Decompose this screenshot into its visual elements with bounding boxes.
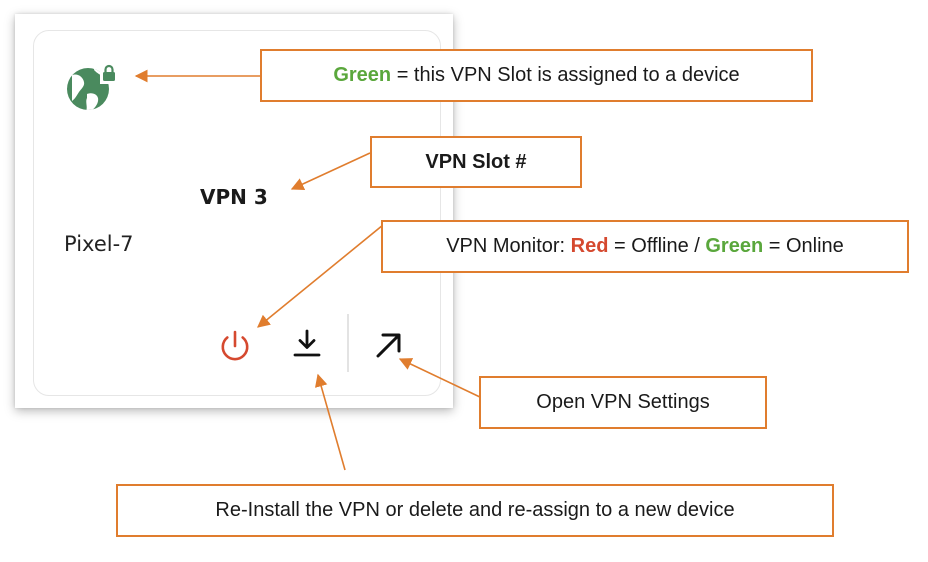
callout-slot-assigned: Green = this VPN Slot is assigned to a d…: [260, 49, 813, 102]
callout-assigned-text: = this VPN Slot is assigned to a device: [391, 64, 740, 86]
callout-vpn-monitor: VPN Monitor: Red = Offline / Green = Onl…: [381, 220, 909, 273]
callout-monitor-green-word: Green: [705, 235, 764, 257]
open-settings-arrow-icon[interactable]: [368, 326, 408, 366]
callout-open-settings-text: Open VPN Settings: [536, 391, 710, 413]
callout-reinstall-text: Re-Install the VPN or delete and re-assi…: [215, 499, 735, 521]
callout-monitor-mid: = Offline /: [608, 235, 706, 257]
callout-green-word: Green: [333, 64, 392, 86]
reinstall-download-icon[interactable]: [289, 326, 325, 362]
callout-monitor-prefix: VPN Monitor:: [446, 235, 571, 257]
callout-slot-number-text: VPN Slot #: [425, 150, 527, 173]
vpn-monitor-power-icon[interactable]: [215, 326, 255, 366]
slot-title: VPN 3: [200, 185, 268, 209]
action-divider: [347, 314, 349, 372]
callout-open-settings: Open VPN Settings: [479, 376, 767, 429]
device-name: Pixel-7: [64, 232, 134, 256]
callout-slot-number: VPN Slot #: [370, 136, 582, 188]
globe-lock-icon: [67, 64, 118, 110]
callout-monitor-suffix: = Online: [763, 235, 844, 257]
callout-reinstall: Re-Install the VPN or delete and re-assi…: [116, 484, 834, 537]
callout-red-word: Red: [570, 235, 609, 257]
